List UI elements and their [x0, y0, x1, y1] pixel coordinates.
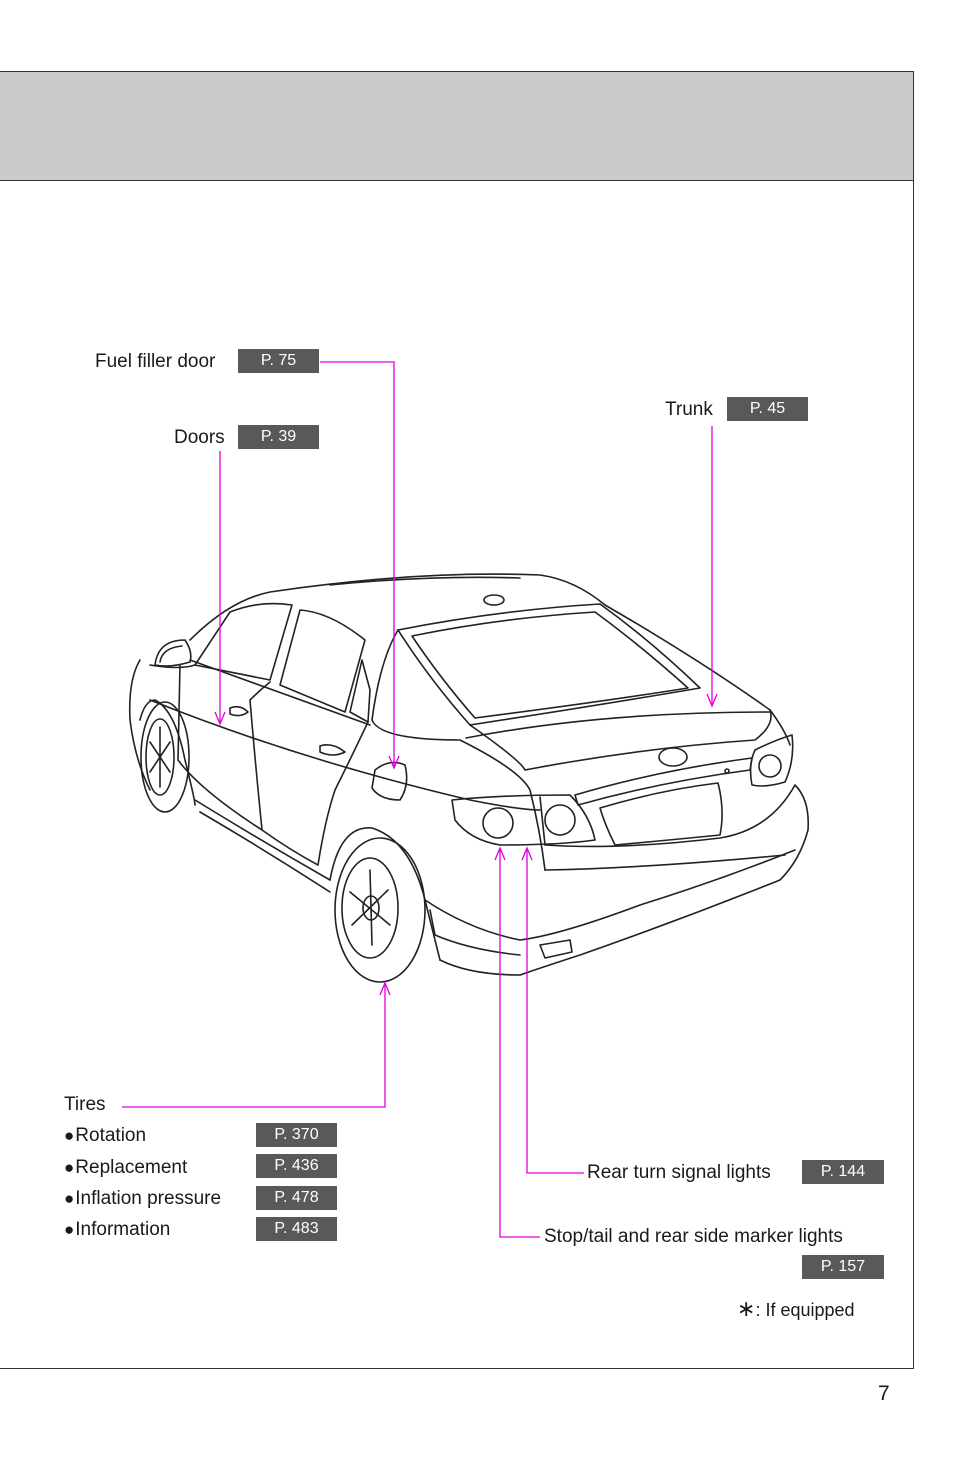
- leader-fuel-filler-door: [320, 361, 395, 766]
- leader-tires: [122, 985, 386, 1108]
- page-number: 7: [878, 1382, 890, 1405]
- bullet-icon: ●: [64, 1220, 75, 1239]
- fuel-filler-door-ref[interactable]: P. 75: [238, 349, 319, 373]
- tires-item-inflation-pressure: ●Inflation pressure: [64, 1188, 222, 1209]
- page-frame: [0, 180, 914, 1369]
- rear-turn-signal-label: Rear turn signal lights: [587, 1162, 771, 1183]
- rear-turn-signal-ref[interactable]: P. 144: [802, 1160, 884, 1184]
- leader-arrowheads: [214, 693, 718, 996]
- bullet-icon: ●: [64, 1158, 75, 1177]
- stop-tail-ref[interactable]: P. 157: [802, 1255, 884, 1279]
- doors-ref[interactable]: P. 39: [238, 425, 319, 449]
- tires-item-replacement: ●Replacement: [64, 1157, 188, 1178]
- footnote: ∗: If equipped: [737, 1296, 855, 1321]
- leader-rear-turn-signal: [526, 850, 584, 1174]
- bullet-icon: ●: [64, 1126, 75, 1145]
- tires-label: Tires: [64, 1094, 106, 1115]
- tires-inflation-pressure-ref[interactable]: P. 478: [256, 1186, 337, 1210]
- stop-tail-label: Stop/tail and rear side marker lights: [544, 1226, 843, 1247]
- asterisk-icon: ∗: [737, 1296, 756, 1321]
- tires-item-rotation: ●Rotation: [64, 1125, 147, 1146]
- tires-information-ref[interactable]: P. 483: [256, 1217, 337, 1241]
- car-outline: [128, 573, 810, 983]
- tires-item-information: ●Information: [64, 1219, 171, 1240]
- tires-replacement-ref[interactable]: P. 436: [256, 1154, 337, 1178]
- tires-rotation-ref[interactable]: P. 370: [256, 1123, 337, 1147]
- leader-stop-tail: [499, 850, 540, 1238]
- trunk-label: Trunk: [665, 399, 713, 420]
- trunk-ref[interactable]: P. 45: [727, 397, 808, 421]
- doors-label: Doors: [174, 427, 225, 448]
- bullet-icon: ●: [64, 1189, 75, 1208]
- header-band: [0, 71, 914, 181]
- fuel-filler-door-label: Fuel filler door: [95, 351, 216, 372]
- leader-lines: [122, 361, 713, 1238]
